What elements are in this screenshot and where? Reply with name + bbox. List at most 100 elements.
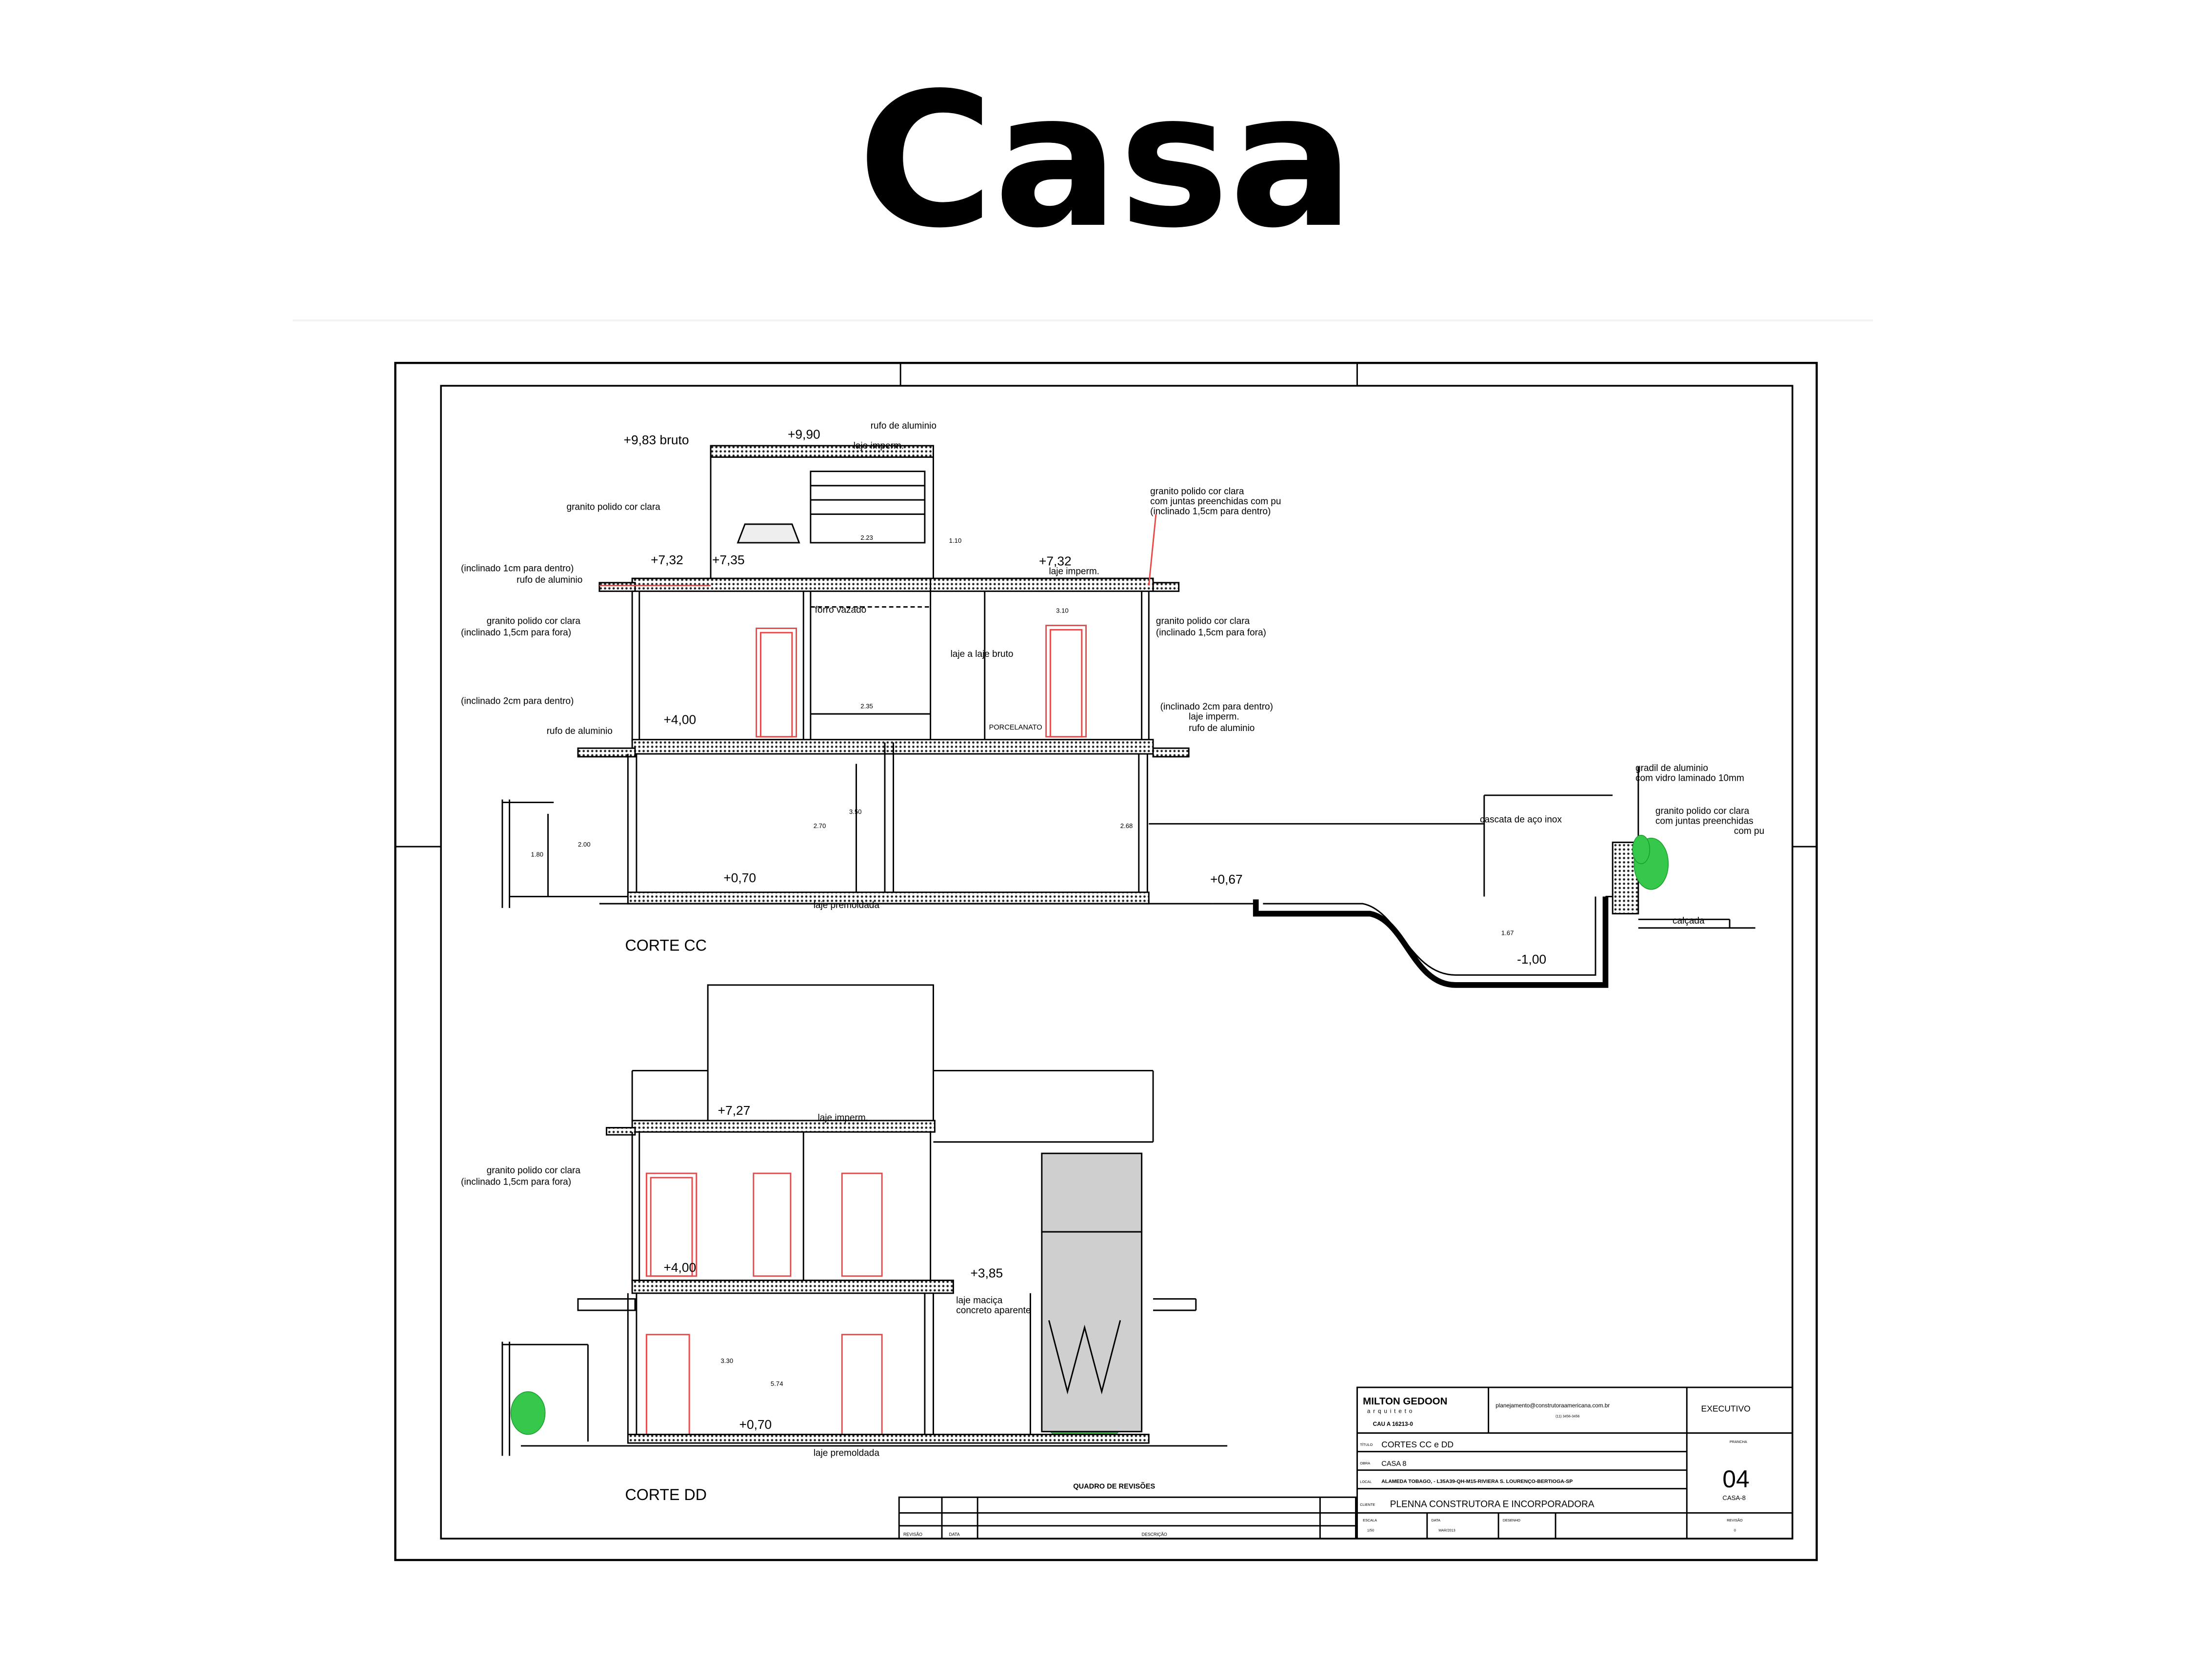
note-granito-mid-2: (inclinado 1,5cm para fora) bbox=[1156, 628, 1266, 638]
title-divider bbox=[293, 319, 1873, 321]
note-rufo-left: rufo de aluminio bbox=[517, 575, 582, 585]
note-rufo-left-2: rufo de aluminio bbox=[547, 726, 613, 736]
drawing-notes: rufo de aluminio laje imperm. granito po… bbox=[461, 421, 1764, 1459]
obra-value: CASA 8 bbox=[1381, 1460, 1406, 1468]
dim-223: 2.23 bbox=[860, 534, 873, 541]
note-granito-pool-3: com pu bbox=[1734, 826, 1764, 836]
level-070: +0,70 bbox=[723, 870, 756, 885]
client-value: PLENNA CONSTRUTORA E INCORPORADORA bbox=[1390, 1500, 1594, 1510]
note-granito-right-1: granito polido cor clara bbox=[1150, 486, 1244, 496]
local-caption: LOCAL bbox=[1360, 1480, 1372, 1484]
note-granito-left-2: (inclinado 1,5cm para fora) bbox=[461, 628, 571, 638]
scale-value: 1/50 bbox=[1367, 1528, 1374, 1532]
level-067: +0,67 bbox=[1210, 872, 1243, 887]
revision-header-data: DATA bbox=[949, 1532, 960, 1537]
dim-268: 2.68 bbox=[1120, 822, 1133, 830]
firm-phone: (11) 3456-3456 bbox=[1555, 1414, 1579, 1418]
prancha-label: PRANCHA bbox=[1730, 1440, 1747, 1444]
level-990: +9,90 bbox=[788, 427, 820, 441]
local-value: ALAMEDA TOBAGO, - L35A39-QH-M15-RIVIERA … bbox=[1381, 1479, 1573, 1484]
note-inclinado-1: (inclinado 1cm para dentro) bbox=[461, 563, 574, 573]
sheet-code: CASA-8 bbox=[1722, 1494, 1746, 1501]
note-granito-right-3: (inclinado 1,5cm para dentro) bbox=[1150, 506, 1271, 516]
revision-table-title: QUADRO DE REVISÕES bbox=[1073, 1482, 1155, 1491]
note-laje-premoldada-dd: laje premoldada bbox=[814, 1448, 880, 1458]
level-735: +7,35 bbox=[712, 553, 745, 567]
level-070b: +0,70 bbox=[739, 1417, 772, 1432]
page-title: Casa bbox=[857, 53, 1355, 269]
title-block bbox=[1356, 1386, 1794, 1540]
level-727: +7,27 bbox=[718, 1103, 751, 1118]
dim-270a: 2.70 bbox=[814, 822, 826, 830]
note-granito-pool-1: granito polido cor clara bbox=[1655, 806, 1750, 816]
dimension-labels: 2.23 1.10 3.10 2.35 2.70 3.50 2.68 1.67 … bbox=[531, 534, 1514, 1387]
section-dd-drawing bbox=[501, 984, 1228, 1456]
revision-header-desc: DESCRIÇÃO bbox=[1142, 1532, 1167, 1537]
section-cc-drawing bbox=[501, 445, 1755, 988]
note-calcada: calçada bbox=[1673, 916, 1705, 926]
note-granito-left-1: granito polido cor clara bbox=[487, 616, 581, 627]
note-concreto: concreto aparente bbox=[956, 1305, 1031, 1316]
note-laje-imperm-r: laje imperm. bbox=[1189, 712, 1239, 722]
content-value: CORTES CC e DD bbox=[1381, 1440, 1454, 1449]
drawn-caption: DESENHO bbox=[1503, 1518, 1520, 1522]
note-laje-macica: laje maciça bbox=[956, 1295, 1002, 1305]
level-732a: +7,32 bbox=[651, 553, 683, 567]
dim-574: 5.74 bbox=[771, 1380, 783, 1387]
firm-subtitle: arquiteto bbox=[1367, 1408, 1415, 1415]
dim-180: 1.80 bbox=[531, 851, 543, 858]
note-granito-pool-2: com juntas preenchidas bbox=[1655, 816, 1754, 826]
obra-caption: OBRA bbox=[1360, 1461, 1370, 1465]
note-forro: forro vazado bbox=[815, 605, 867, 615]
section-cc-label: CORTE CC bbox=[625, 937, 707, 954]
level-385: +3,85 bbox=[971, 1266, 1003, 1281]
note-granito-dd-2: (inclinado 1,5cm para fora) bbox=[461, 1177, 571, 1187]
section-dd-label: CORTE DD bbox=[625, 1486, 707, 1503]
level-983: +9,83 bruto bbox=[624, 433, 689, 447]
sheet-number: 04 bbox=[1722, 1465, 1749, 1493]
note-inclinado-2: (inclinado 2cm para dentro) bbox=[461, 696, 574, 707]
revision-header-rev: REVISÃO bbox=[903, 1532, 922, 1537]
note-granito-right-2: com juntas preenchidas com pu bbox=[1150, 496, 1281, 507]
content-caption: TÍTULO bbox=[1360, 1442, 1373, 1447]
dim-235: 2.35 bbox=[860, 702, 873, 710]
dim-200: 2.00 bbox=[578, 841, 591, 848]
note-rufo-top: rufo de aluminio bbox=[871, 421, 937, 431]
note-granito-top: granito polido cor clara bbox=[567, 502, 661, 513]
dim-350: 3.50 bbox=[849, 808, 862, 815]
dim-167: 1.67 bbox=[1501, 929, 1514, 937]
phase-label: EXECUTIVO bbox=[1701, 1404, 1751, 1414]
note-laje-imperm-top: laje imperm. bbox=[854, 441, 904, 451]
note-gradil-2: com vidro laminado 10mm bbox=[1635, 773, 1744, 784]
revision-value: 0 bbox=[1734, 1528, 1736, 1532]
note-granito-mid-1: granito polido cor clara bbox=[1156, 616, 1250, 627]
client-caption: CLIENTE bbox=[1360, 1502, 1375, 1507]
dim-110: 1.10 bbox=[949, 537, 962, 544]
scale-caption: ESCALA bbox=[1363, 1518, 1377, 1522]
note-laje-imperm-small: laje imperm. bbox=[1049, 566, 1099, 576]
level-400b: +4,00 bbox=[663, 1260, 696, 1275]
note-porcelanato: PORCELANATO bbox=[989, 724, 1042, 731]
level-m100: -1,00 bbox=[1517, 952, 1546, 967]
note-laje-bruto: laje a laje bruto bbox=[951, 649, 1014, 659]
firm-email: planejamento@construtoraamericana.com.br bbox=[1495, 1402, 1610, 1409]
level-732b: +7,32 bbox=[1039, 554, 1072, 569]
note-gradil-1: gradil de aluminio bbox=[1635, 763, 1708, 773]
level-400: +4,00 bbox=[663, 712, 696, 727]
revision-caption: REVISÃO bbox=[1727, 1518, 1743, 1522]
note-laje-premoldada: laje premoldada bbox=[814, 900, 880, 910]
dim-310: 3.10 bbox=[1056, 607, 1069, 614]
note-inclinado-2r: (inclinado 2cm para dentro) bbox=[1160, 702, 1273, 712]
note-laje-imperm-dd: laje imperm. bbox=[817, 1113, 868, 1123]
level-labels: +9,83 bruto +9,90 +7,32 +7,35 +7,32 +4,0… bbox=[624, 427, 1547, 1432]
firm-cau: CAU A 16213-0 bbox=[1373, 1421, 1414, 1427]
revision-table bbox=[898, 1496, 1356, 1540]
note-granito-dd-1: granito polido cor clara bbox=[487, 1165, 581, 1176]
date-caption: DATA bbox=[1432, 1518, 1441, 1522]
date-value: MAR/2013 bbox=[1438, 1528, 1455, 1532]
dim-330: 3.30 bbox=[721, 1357, 734, 1364]
firm-name: MILTON GEDOON bbox=[1363, 1396, 1447, 1407]
note-cascata: cascata de aço inox bbox=[1480, 814, 1562, 825]
note-rufo-right: rufo de aluminio bbox=[1189, 723, 1255, 733]
